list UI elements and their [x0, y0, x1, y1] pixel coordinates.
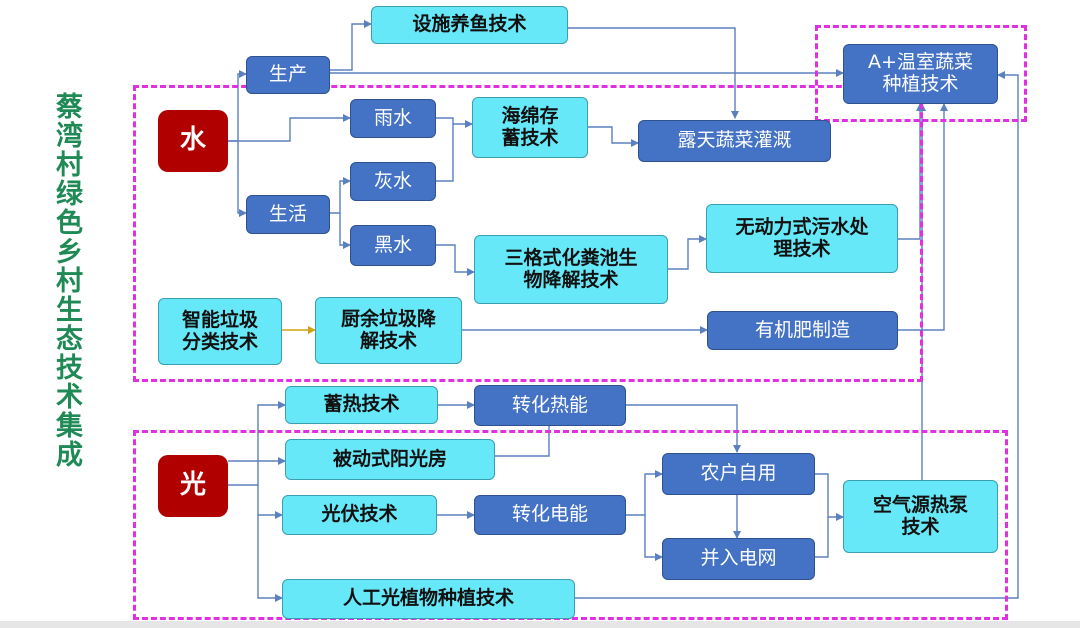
node-open-irrigation: 露天蔬菜灌溉: [638, 120, 831, 162]
node-heat-storage: 蓄热技术: [285, 386, 438, 424]
node-greenhouse: A+温室蔬菜 种植技术: [843, 44, 998, 104]
edge-organic-greenhouse: [898, 103, 948, 331]
edge-passive-heat: [495, 426, 550, 457]
node-passive-solar: 被动式阳光房: [285, 439, 495, 480]
node-production: 生产: [246, 56, 330, 94]
diagram-title: 蔡湾村绿色乡村生态技术集成: [51, 92, 82, 469]
node-grey-water: 灰水: [350, 162, 436, 201]
node-septic-biodegradation: 三格式化粪池生 物降解技术: [474, 235, 668, 304]
node-facility-fish: 设施养鱼技术: [371, 6, 568, 44]
edge-grid-pump: [815, 517, 829, 558]
node-air-heat-pump: 空气源热泵 技术: [843, 480, 998, 553]
edge-light-artificial: [257, 515, 283, 602]
bottom-strip: [0, 621, 1080, 628]
node-to-electric: 转化电能: [474, 495, 626, 535]
node-rain: 雨水: [350, 99, 436, 138]
water-group-boundary: [133, 85, 923, 382]
edge-selfuse-pump: [815, 473, 844, 521]
edge-septic-unpowered: [668, 235, 707, 270]
edge-domestic-black: [339, 213, 351, 249]
edge-light-heatstore: [228, 401, 286, 486]
edge-water-rain: [228, 114, 351, 142]
node-light: 光: [158, 455, 228, 517]
node-domestic: 生活: [246, 195, 330, 234]
node-organic-fertilizer: 有机肥制造: [707, 311, 898, 350]
node-grid: 并入电网: [662, 538, 815, 580]
edge-domestic-grey: [330, 177, 351, 214]
edge-black-septic: [436, 244, 475, 276]
edge-grey-sponge: [436, 124, 454, 182]
node-black-water: 黑水: [350, 225, 436, 266]
edge-electric-selfuse: [626, 470, 663, 516]
node-kitchen-waste: 厨余垃圾降 解技术: [315, 297, 462, 364]
node-self-use: 农户自用: [662, 453, 815, 495]
edge-heat-selfuse: [626, 404, 741, 453]
edge-sponge-irrigation: [588, 126, 639, 147]
node-unpowered-sewage: 无动力式污水处 理技术: [706, 204, 898, 273]
node-photovoltaic: 光伏技术: [282, 495, 437, 535]
edge-artificial-greenhouse: [575, 71, 1019, 599]
greenhouse-group-boundary: [815, 25, 1027, 122]
node-to-heat: 转化热能: [474, 385, 626, 426]
edge-fish-irrigation: [568, 27, 739, 119]
edge-rain-sponge: [436, 117, 473, 128]
edge-electric-grid: [644, 515, 663, 561]
node-sponge-storage: 海绵存 蓄技术: [472, 97, 588, 158]
edge-production-fish: [330, 20, 372, 71]
node-water: 水: [158, 110, 228, 172]
node-artificial-light: 人工光植物种植技术: [282, 579, 575, 619]
node-smart-sorting: 智能垃圾 分类技术: [158, 298, 282, 365]
edge-water-domestic: [237, 141, 247, 217]
